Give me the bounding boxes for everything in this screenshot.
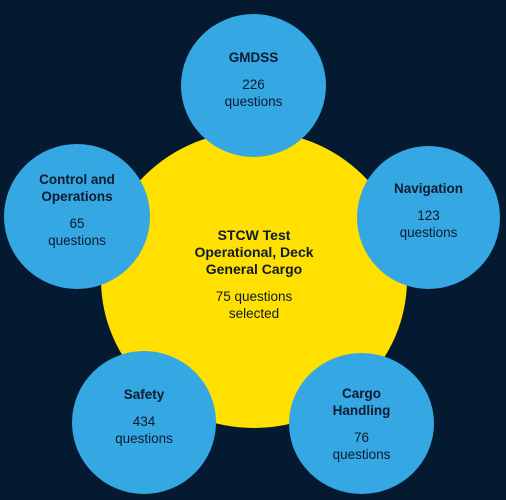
- topic-circle-navigation[interactable]: Navigation 123 questions: [357, 146, 500, 289]
- topic-question-unit: questions: [399, 225, 458, 240]
- topic-circle-cargo-handling[interactable]: Cargo Handling 76 questions: [289, 353, 434, 494]
- topic-title: Safety: [123, 387, 165, 402]
- topic-title: Control and Operations: [39, 171, 115, 204]
- topic-circle-gmdss[interactable]: GMDSS 226 questions: [181, 14, 326, 157]
- topic-title: Navigation: [393, 181, 463, 196]
- topic-title: GMDSS: [228, 50, 279, 65]
- topic-question-count: 65: [69, 215, 85, 231]
- topic-question-count: 123: [417, 208, 440, 223]
- test-title: STCW Test Operational, Deck General Carg…: [194, 227, 314, 277]
- topic-question-count: 434: [132, 414, 156, 429]
- topic-question-unit: questions: [48, 232, 106, 248]
- topic-question-count: 76: [353, 429, 370, 445]
- topic-question-unit: questions: [332, 446, 391, 462]
- topic-title: Cargo Handling: [332, 385, 391, 418]
- topic-circle-safety[interactable]: Safety 434 questions: [72, 351, 216, 494]
- selected-questions-count: 75 questions selected: [215, 289, 293, 321]
- topic-question-unit: questions: [224, 94, 283, 109]
- topic-circle-control-and-operations[interactable]: Control and Operations 65 questions: [4, 144, 150, 289]
- topic-question-unit: questions: [115, 431, 173, 446]
- topic-question-count: 226: [242, 77, 265, 92]
